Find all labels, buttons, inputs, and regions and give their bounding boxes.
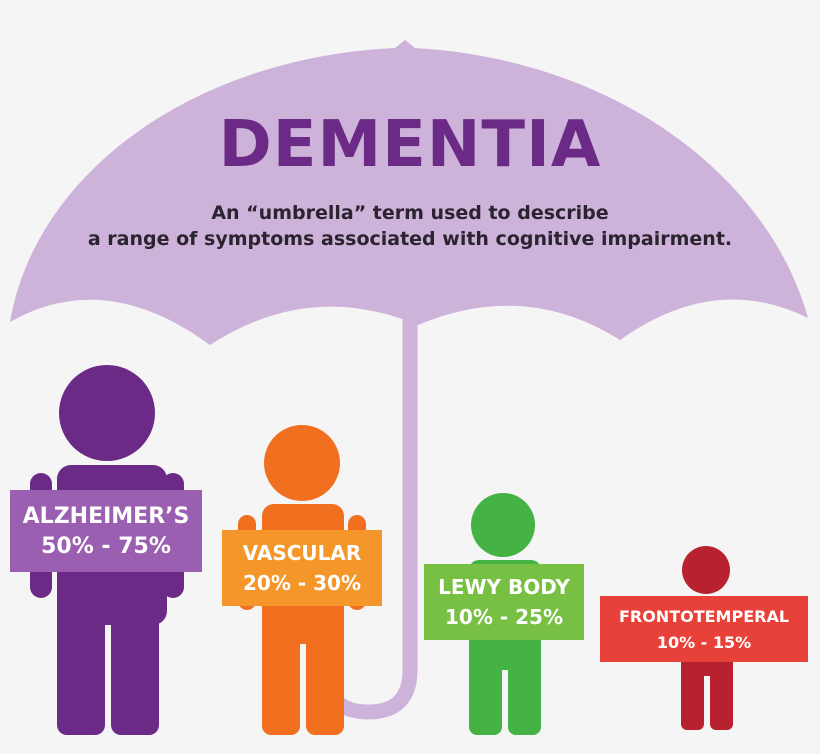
vascular-sign bbox=[222, 530, 382, 606]
vascular-label: VASCULAR 20% - 30% bbox=[222, 538, 382, 598]
frontotemperal-label: FRONTOTEMPERAL 10% - 15% bbox=[600, 604, 808, 656]
subtitle: An “umbrella” term used to describe a ra… bbox=[0, 200, 820, 252]
page-title: DEMENTIA bbox=[218, 108, 602, 182]
alzheimers-sign bbox=[10, 490, 202, 572]
vascular-range: 20% - 30% bbox=[243, 571, 361, 595]
vascular-name: VASCULAR bbox=[242, 541, 362, 565]
alzheimers-range: 50% - 75% bbox=[41, 534, 171, 559]
lewy-body-name: LEWY BODY bbox=[438, 575, 570, 599]
lewy-body-sign bbox=[424, 564, 584, 640]
frontotemperal-name: FRONTOTEMPERAL bbox=[618, 607, 790, 626]
lewy-body-label: LEWY BODY 10% - 25% bbox=[424, 572, 584, 632]
lewy-body-range: 10% - 25% bbox=[445, 605, 563, 629]
frontotemperal-sign bbox=[600, 596, 808, 662]
alzheimers-name: ALZHEIMER’S bbox=[22, 504, 190, 529]
alzheimers-label: ALZHEIMER’S 50% - 75% bbox=[10, 502, 202, 562]
subtitle-line-2: a range of symptoms associated with cogn… bbox=[87, 228, 733, 250]
subtitle-line-1: An “umbrella” term used to describe bbox=[211, 202, 609, 224]
umbrella-canopy bbox=[10, 40, 808, 345]
frontotemperal-range: 10% - 15% bbox=[656, 633, 752, 652]
